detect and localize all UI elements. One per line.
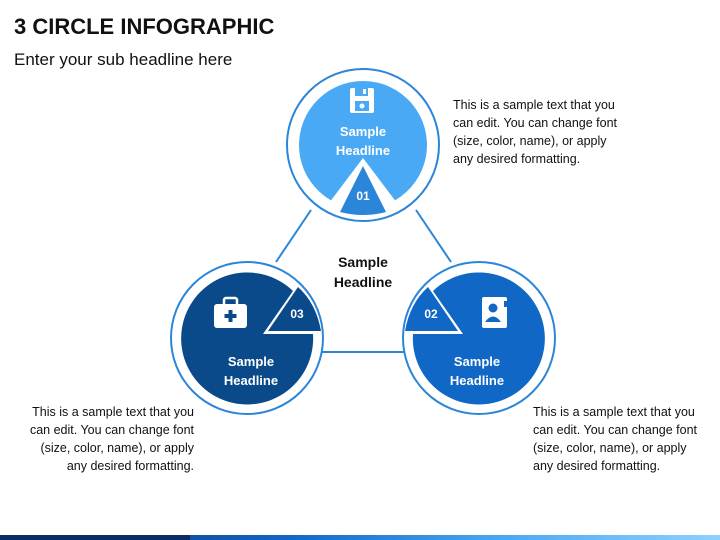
description-02-line: (size, color, name), or apply — [533, 441, 687, 455]
description-03-line: any desired formatting. — [66, 459, 194, 473]
circle-02-label-line2: Headline — [450, 373, 504, 388]
circle-01-number: 01 — [356, 189, 370, 203]
circle-01-label-line2: Headline — [336, 143, 390, 158]
description-01: This is a sample text that you can edit.… — [453, 96, 628, 168]
contact-book-icon — [482, 297, 508, 328]
description-02: This is a sample text that you can edit.… — [533, 403, 708, 475]
description-01-line: can edit. You can change font — [453, 116, 618, 130]
circle-03-fill — [181, 272, 314, 405]
connector-lines — [275, 209, 452, 353]
circle-02-badge — [405, 287, 458, 331]
circle-01: 01 Sample Headline — [286, 68, 440, 222]
connector-right — [415, 209, 452, 263]
description-02-line: any desired formatting. — [533, 459, 661, 473]
circle-02-number: 02 — [424, 307, 438, 321]
circle-03-label-line1: Sample — [228, 354, 274, 369]
circle-02: 02 Sample Headline — [402, 261, 556, 415]
circle-01-label-line1: Sample — [340, 124, 386, 139]
description-03: This is a sample text that you can edit.… — [19, 403, 194, 475]
circle-02-label-line1: Sample — [454, 354, 500, 369]
circle-03-badge — [268, 287, 321, 331]
medical-kit-icon — [214, 296, 247, 328]
circle-03: 03 Sample Headline — [170, 261, 324, 415]
circle-03-number: 03 — [290, 307, 304, 321]
description-02-line: can edit. You can change font — [533, 423, 698, 437]
page-title: 3 CIRCLE INFOGRAPHIC — [14, 14, 275, 39]
bottom-accent-bar — [0, 535, 720, 540]
description-03-line: can edit. You can change font — [29, 423, 194, 437]
page-subtitle: Enter your sub headline here — [14, 50, 233, 69]
description-01-line: any desired formatting. — [453, 152, 581, 166]
description-03-line: (size, color, name), or apply — [40, 441, 194, 455]
circle-02-fill — [412, 272, 545, 405]
description-02-line: This is a sample text that you — [533, 405, 695, 419]
center-headline-line1: Sample — [338, 254, 388, 270]
center-headline-line2: Headline — [334, 274, 393, 290]
circle-01-fill — [299, 80, 427, 201]
description-01-line: This is a sample text that you — [453, 98, 615, 112]
circle-03-label-line2: Headline — [224, 373, 278, 388]
connector-left — [275, 209, 312, 263]
description-01-line: (size, color, name), or apply — [453, 134, 607, 148]
circle-01-badge — [340, 166, 386, 215]
description-03-line: This is a sample text that you — [32, 405, 194, 419]
floppy-disk-icon — [350, 88, 374, 113]
bottom-accent-bar-dark — [0, 535, 190, 540]
